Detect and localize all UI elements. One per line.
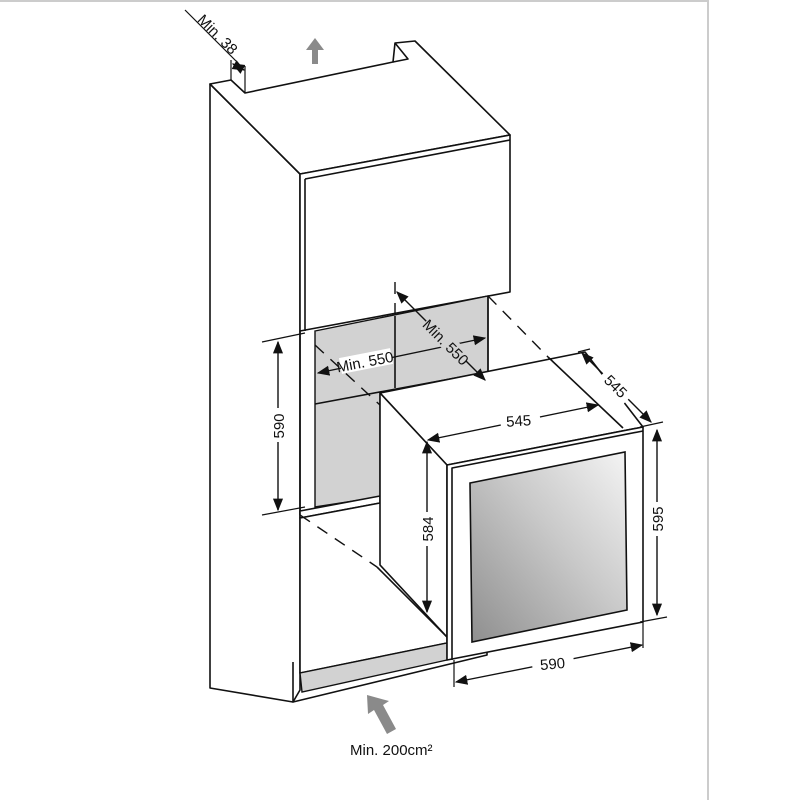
dimension-niche-height: 590 xyxy=(261,332,306,516)
dimension-appliance-height: 595 xyxy=(639,428,668,623)
ventilation-label: Min. 200cm² xyxy=(350,742,433,759)
appliance-width-label: 545 xyxy=(506,412,532,431)
upper-cabinet-front xyxy=(299,134,511,332)
door-glass xyxy=(469,451,628,643)
top-gap-label: Min. 38 xyxy=(194,11,241,58)
door-width-label: 590 xyxy=(539,655,565,674)
cabinet-top-notch xyxy=(392,42,409,63)
air-outlet-arrow-icon xyxy=(306,38,324,64)
dimension-top-gap: Min. 38 xyxy=(184,9,246,93)
niche-height-label: 590 xyxy=(271,413,288,438)
dimension-body-height: 584 xyxy=(419,440,437,614)
appliance-height-label: 595 xyxy=(650,506,667,531)
dimension-door-width: 590 xyxy=(453,622,644,687)
dimension-appliance-depth: 545 xyxy=(577,348,664,428)
body-height-label: 584 xyxy=(420,516,437,541)
air-inlet-arrow-icon xyxy=(367,695,396,734)
cabinet-side-panel xyxy=(209,83,301,703)
dimension-appliance-width: 545 xyxy=(426,402,600,443)
